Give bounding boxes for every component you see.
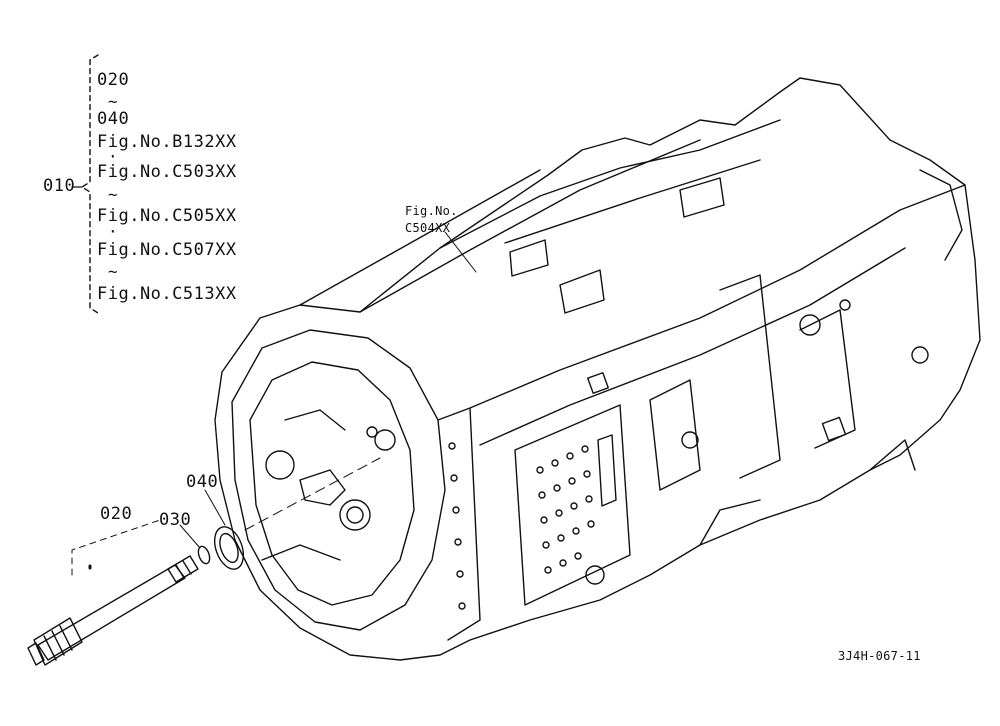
legend-range-mark: ~ (108, 185, 119, 204)
legend-line-3: Fig.No.B132XX (97, 132, 237, 152)
leader-030 (179, 524, 201, 549)
axis-shaft-housing (244, 457, 381, 531)
part-number-040: 040 (186, 472, 219, 492)
fig-ref-number: C504XX (405, 221, 451, 235)
valve-panel-holes (536, 445, 595, 574)
valve-panel (514, 404, 631, 606)
drawing-code: 3J4H-067-11 (838, 649, 921, 663)
part-number-030: 030 (159, 510, 192, 530)
legend-range-mark: ~ (108, 92, 119, 111)
transmission-housing (214, 77, 981, 661)
seal-040 (213, 526, 245, 570)
part-number-020: 020 (100, 504, 133, 524)
legend-sep-mark: · (108, 147, 119, 166)
legend-line-7: Fig.No.C513XX (97, 284, 237, 304)
legend-line-4: Fig.No.C503XX (97, 162, 237, 182)
leader-fig-ref (444, 231, 477, 273)
legend-group-label: 010 (43, 176, 76, 196)
legend-line-5: Fig.No.C505XX (97, 206, 237, 226)
leader-040 (204, 489, 226, 526)
legend-line-6: Fig.No.C507XX (97, 240, 237, 260)
legend-line-2: 040 (97, 109, 130, 129)
shaft-020 (27, 555, 199, 666)
legend-bracket (81, 54, 99, 314)
legend-sep-mark: · (108, 222, 119, 241)
o-ring-030 (197, 545, 211, 565)
leader-020 (71, 519, 161, 576)
legend-range-mark: ~ (108, 262, 119, 281)
fig-ref-label: Fig.No. (405, 204, 458, 218)
legend-line-1: 020 (97, 70, 130, 90)
